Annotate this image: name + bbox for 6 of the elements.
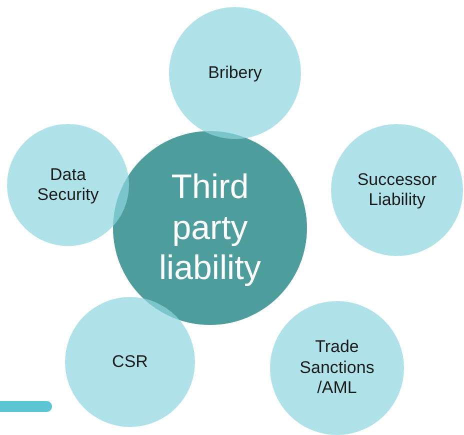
topic-label: Successor Liability <box>356 170 438 210</box>
topic-label: Bribery <box>207 62 263 84</box>
topic-label: CSR <box>111 352 149 372</box>
topic-label: Trade Sanctions /AML <box>298 337 376 399</box>
center-label: Third party liability <box>158 166 262 290</box>
topic-label: Data Security <box>36 164 100 206</box>
